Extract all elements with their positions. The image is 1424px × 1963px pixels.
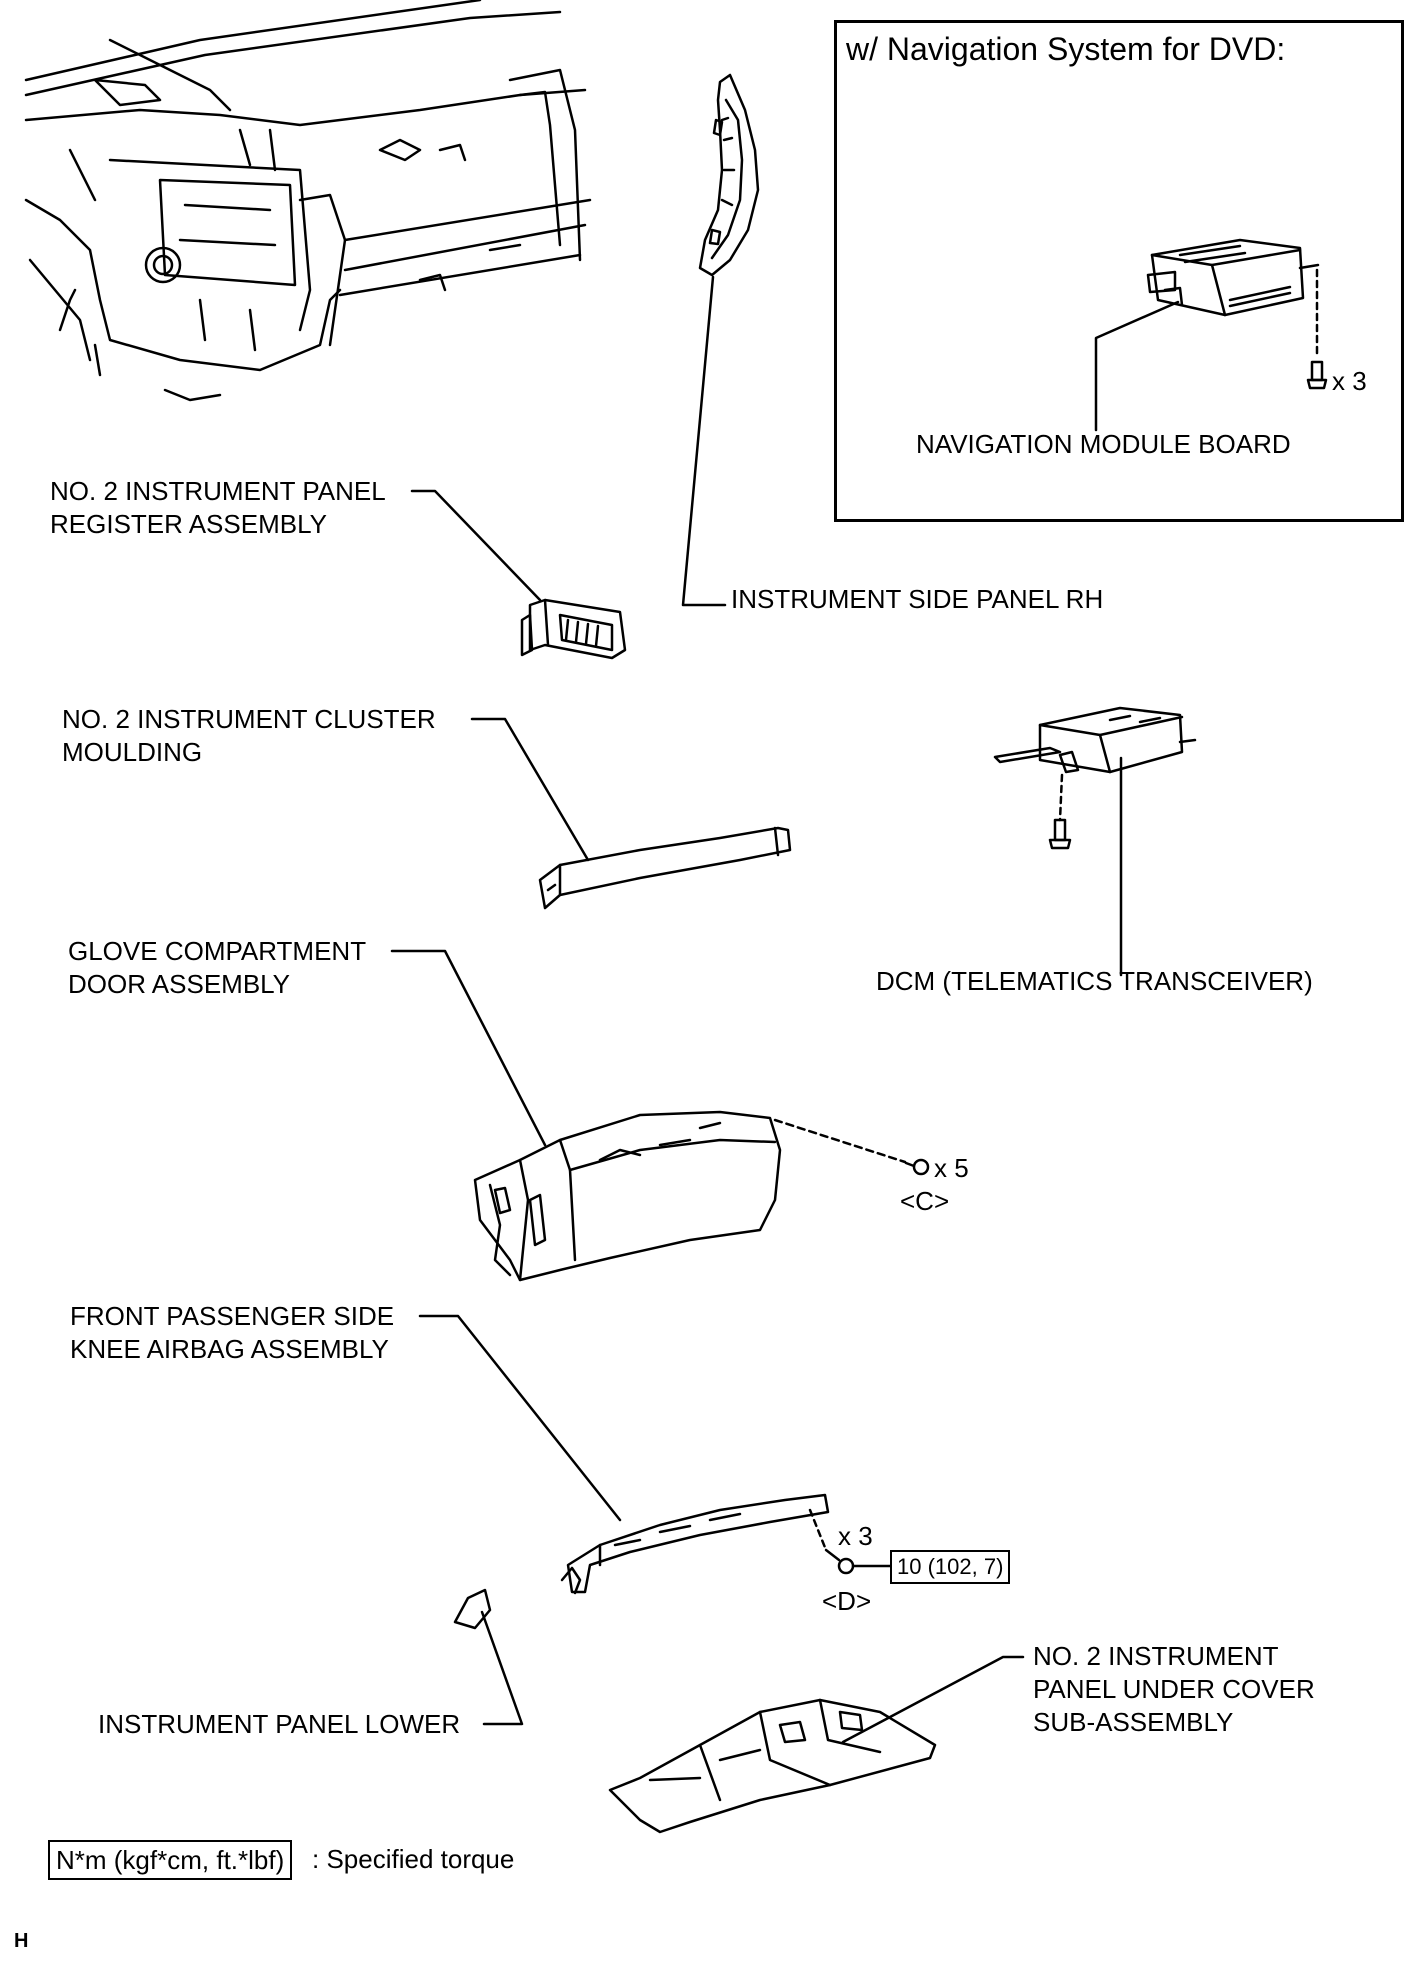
nav-screw bbox=[1306, 360, 1328, 390]
register-assembly bbox=[520, 598, 627, 660]
glove-screw-line bbox=[773, 1118, 907, 1164]
glove-label-line2: DOOR ASSEMBLY bbox=[68, 969, 291, 999]
register-label-line1: NO. 2 INSTRUMENT PANEL bbox=[50, 476, 386, 506]
instrument-panel-frame bbox=[24, 0, 592, 402]
under-cover bbox=[608, 1698, 937, 1834]
leader-glove bbox=[390, 949, 547, 1147]
under-cover-label-line2: PANEL UNDER COVER bbox=[1033, 1674, 1315, 1704]
dcm-label: DCM (TELEMATICS TRANSCEIVER) bbox=[876, 966, 1313, 996]
knee-screw-count: x 3 bbox=[838, 1521, 873, 1551]
glove-compartment-door bbox=[473, 1110, 782, 1282]
cluster-label-line2: MOULDING bbox=[62, 737, 203, 767]
navigation-inset-box bbox=[834, 20, 1404, 522]
dcm-screw-line bbox=[1058, 773, 1064, 822]
side-panel-label: INSTRUMENT SIDE PANEL RH bbox=[731, 584, 1104, 614]
dcm-screw bbox=[1048, 818, 1072, 850]
knee-airbag bbox=[560, 1493, 830, 1595]
leader-cluster bbox=[470, 717, 590, 862]
knee-airbag-label-line1: FRONT PASSENGER SIDE bbox=[70, 1301, 395, 1331]
panel-lower-part bbox=[453, 1588, 492, 1630]
leader-under-cover bbox=[841, 1655, 1025, 1744]
glove-fastener-ref: <C> bbox=[900, 1186, 950, 1216]
knee-torque-value: 10 (102, 7) bbox=[890, 1550, 1011, 1584]
leader-knee bbox=[418, 1314, 622, 1522]
dcm-unit bbox=[993, 706, 1197, 774]
under-cover-label-line3: SUB-ASSEMBLY bbox=[1033, 1707, 1234, 1737]
leader-side-panel bbox=[681, 275, 727, 607]
torque-legend-text: : Specified torque bbox=[312, 1844, 515, 1874]
cluster-label-line1: NO. 2 INSTRUMENT CLUSTER bbox=[62, 704, 436, 734]
torque-legend-units: N*m (kgf*cm, ft.*lbf) bbox=[48, 1840, 293, 1880]
knee-fastener-ref: <D> bbox=[822, 1586, 872, 1616]
glove-label-line1: GLOVE COMPARTMENT bbox=[68, 936, 367, 966]
cluster-moulding bbox=[538, 826, 792, 910]
navigation-module-label: NAVIGATION MODULE BOARD bbox=[916, 429, 1291, 459]
panel-lower-label: INSTRUMENT PANEL LOWER bbox=[98, 1709, 461, 1739]
leader-nav bbox=[1094, 300, 1180, 432]
knee-screw-line bbox=[808, 1508, 828, 1552]
knee-airbag-label-line2: KNEE AIRBAG ASSEMBLY bbox=[70, 1334, 389, 1364]
navigation-inset-title: w/ Navigation System for DVD: bbox=[846, 31, 1286, 67]
leader-register bbox=[410, 489, 542, 602]
glove-screw bbox=[904, 1158, 930, 1176]
nav-screw-count: x 3 bbox=[1332, 366, 1367, 396]
under-cover-label-line1: NO. 2 INSTRUMENT bbox=[1033, 1641, 1279, 1671]
glove-screw-count: x 5 bbox=[934, 1153, 969, 1183]
figure-code: H bbox=[14, 1930, 29, 1952]
leader-lower bbox=[480, 1610, 524, 1726]
knee-screw bbox=[824, 1548, 892, 1575]
register-label-line2: REGISTER ASSEMBLY bbox=[50, 509, 327, 539]
instrument-side-panel-rh bbox=[698, 73, 760, 277]
navigation-module bbox=[1146, 238, 1320, 317]
